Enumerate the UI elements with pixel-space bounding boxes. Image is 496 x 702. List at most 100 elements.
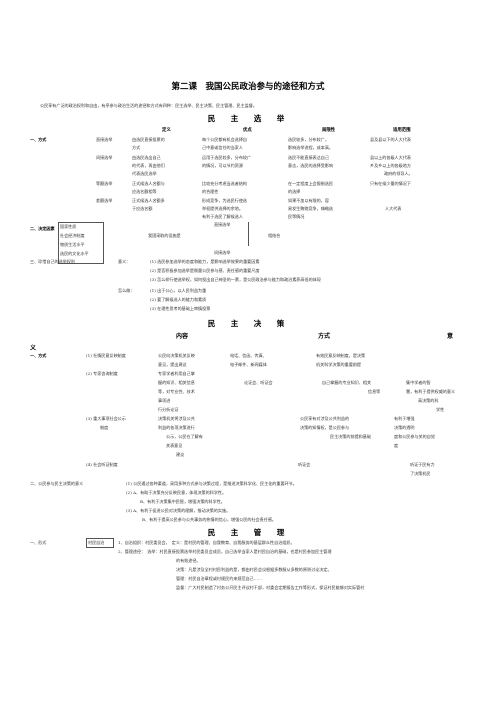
factors-box bbox=[58, 222, 104, 264]
decision-cell: 听证于民有力 bbox=[410, 462, 435, 467]
rights-how-label: 怎么做： bbox=[118, 288, 135, 293]
row-name-equal: 等额选举 bbox=[96, 181, 113, 186]
village-box bbox=[86, 538, 114, 548]
rights-point: (2) 是否积极参加选举是衡量公民参与感、责任感的重要尺度 bbox=[150, 268, 260, 273]
decision-row-name: (3) 重大事项社会公示 bbox=[86, 416, 126, 421]
decision-row-name: (2) 专家咨询制度 bbox=[86, 371, 118, 376]
significance-point: (1) 公民通过各种渠道，采用多种方式参与决策过程，是推进决策科学化、民主化的重… bbox=[126, 481, 297, 486]
cell-adv: 比较充分考虑当选者结构 bbox=[202, 181, 248, 186]
cell-lim: 易发生贿赂竞争，嗨略选 bbox=[288, 206, 334, 211]
cell-lim: 民等情况 bbox=[288, 214, 305, 219]
rights-how-point: (3) 在理性思考的基础上审慎投票 bbox=[150, 306, 211, 311]
cell-adv: 形成竞争，为选民行使选 bbox=[202, 198, 248, 203]
decision-cell: 高决策的科 bbox=[418, 398, 439, 403]
cell-def: 的代表，再由他们 bbox=[132, 163, 165, 168]
management-point: 1、自治组织：村民委员会， 定义：是村民的管理、自我教育、自我服务的基层群众性自… bbox=[118, 540, 295, 545]
cell-lim: 在一定程度上会限制选民 bbox=[288, 181, 334, 186]
management-point: 2、管理途径： 选举：村民直接投票选举村民委员会成员，自己选举当家人是村民自治的… bbox=[118, 549, 332, 554]
cell-lim: 如果不加以有限的，容 bbox=[288, 198, 329, 203]
decision-cell: 等，对专业性、技术 bbox=[158, 389, 195, 394]
factors-combine: 相结合 bbox=[268, 233, 281, 238]
intro-text: 公民享有广泛的政治权利和自由，有序参与政治生活的途径和方式有四种：民主选举、民主… bbox=[40, 103, 257, 108]
cell-lim: 选民较多，分布较广， bbox=[288, 137, 329, 142]
row-name-direct: 直接选举 bbox=[96, 137, 113, 142]
factors-measure: 我国采取的设施是 bbox=[148, 233, 181, 238]
decision-cell: 建议 bbox=[176, 452, 185, 457]
section-heading-decision: 民 主 决 策 bbox=[207, 319, 289, 328]
decision-cell: 利益的各项决策进行 bbox=[158, 425, 195, 430]
decision-cell: 握的知识、相关信息 bbox=[158, 380, 195, 385]
decision-cell: 电子邮件、新闻媒体 bbox=[230, 362, 267, 367]
decision-cell: 公示，公民在了解有 bbox=[166, 434, 203, 439]
decision-cell: 公民享有对涉及公共利益的 bbox=[300, 416, 350, 421]
decision-cell: 有利于增强 bbox=[394, 416, 415, 421]
rights-label: 三、珍惜自己的选举权利 bbox=[30, 259, 76, 264]
rights-how-point: (1) 出于公心，以人民利益为重 bbox=[150, 288, 207, 293]
col-header-method: 方式 bbox=[318, 333, 331, 340]
row-name-indirect: 间接选举 bbox=[96, 155, 113, 160]
factors-label: 二、决定因素 bbox=[30, 226, 55, 231]
rights-meaning-label: 意义： bbox=[118, 259, 131, 264]
cell-adv: 有利于选民了解候选人 bbox=[202, 214, 243, 219]
decision-cell: 机关科学决策的重要前提 bbox=[316, 362, 362, 367]
significance-point: (3) A、有利于促进公民对决策的理解，推动决策的实施。 bbox=[126, 508, 231, 513]
cell-adv: 每个公民都有机会选择自 bbox=[202, 137, 248, 142]
col-header-meaning-2: 义 bbox=[30, 345, 37, 352]
section-heading-election: 民 主 选 举 bbox=[207, 114, 289, 123]
decision-cell: 意见，提出建议 bbox=[158, 362, 187, 367]
management-point: 决策：凡是涉及全村村民利益的是，都由村民会议根据多数服从多数的原则讨论决定。 bbox=[176, 567, 332, 572]
factors-bracket bbox=[210, 222, 249, 246]
cell-scope: 县以上的各级人大代表 bbox=[370, 155, 411, 160]
rights-point: (1) 选民参加选举的态度和能力，是影响选举效果的重要因素 bbox=[150, 259, 260, 264]
decision-cell: 集中学者的智 bbox=[406, 380, 431, 385]
decision-cell: 决策的知情权，是公民参与 bbox=[300, 425, 350, 430]
cell-def: 方式 bbox=[132, 145, 141, 150]
significance-point: B、有利于提高公民参与公共事务的热情的信心，增强公民的社会责任感。 bbox=[142, 517, 277, 522]
cell-adv: 己中意或信任的当家人 bbox=[202, 145, 243, 150]
row-name-competitive: 差额选举 bbox=[96, 198, 113, 203]
decision-cell: 有效民意反映制度，是决策 bbox=[316, 353, 366, 358]
cell-scope: 只有在候少量的情况下 bbox=[370, 181, 411, 186]
cell-def: 正式候选人名额与 bbox=[132, 181, 165, 186]
factors-direct: 直接选举 bbox=[214, 222, 231, 227]
decision-cell: 度 bbox=[394, 443, 399, 448]
section-heading-management: 民 主 管 理 bbox=[207, 528, 289, 537]
cell-adv: 的情况，可以节约资源 bbox=[202, 163, 243, 168]
cell-def: 于应选名额 bbox=[132, 206, 153, 211]
decision-cell: 了决策机民 bbox=[410, 471, 431, 476]
decision-row-name: (1) 社情民意反映制度 bbox=[86, 353, 126, 358]
decision-cell: 事项进 bbox=[158, 398, 171, 403]
decision-row-name: (4) 社会听证制度 bbox=[86, 462, 118, 467]
decision-cell: 电话、信函、传真、 bbox=[230, 353, 267, 358]
election-methods-label: 一、方式 bbox=[30, 137, 47, 142]
rights-how-point: (2) 要了解候选人的能力和素质 bbox=[150, 297, 207, 302]
factor-item: 社会经济制度 bbox=[60, 233, 85, 238]
cell-scope: 政府的领导人。 bbox=[384, 171, 413, 176]
cell-lim: 的选择 bbox=[288, 189, 301, 194]
cell-def: 由选民选出自己 bbox=[132, 155, 161, 160]
cell-scope: 乡及乡以上的各级地方 bbox=[370, 163, 411, 168]
factor-item: 物质生活水平 bbox=[60, 242, 85, 247]
cell-scope: 人大代表 bbox=[385, 206, 402, 211]
significance-point: (2) A、有助于决策充分反映民意，体现决策的科学性。 bbox=[126, 490, 227, 495]
decision-methods-label: 一、方式 bbox=[30, 353, 47, 358]
decision-row-name: 制度 bbox=[100, 425, 109, 430]
cell-def: 由选民直接投票的 bbox=[132, 137, 165, 142]
cell-lim: 选民不能直接表达自己 bbox=[288, 155, 329, 160]
rights-point: (3) 怎么样行使选举权，如何投出自己神圣的一票，是公民政治参与能力和政治素养高… bbox=[150, 277, 321, 282]
decision-cell: 行分析论证 bbox=[158, 407, 179, 412]
col-header-content: 内容 bbox=[176, 333, 189, 340]
decision-cell: 专家学者利用自己掌 bbox=[158, 371, 195, 376]
decision-cell: 公民向决策机关反映 bbox=[158, 353, 195, 358]
decision-cell: 信息等 bbox=[368, 389, 381, 394]
management-point: 管理：村民自治章程或村规民约来规范自己…… bbox=[176, 576, 262, 581]
col-header-advantage: 优点 bbox=[243, 128, 252, 133]
decision-cell: 民主决策的前提和基础 bbox=[330, 434, 371, 439]
factor-item: 选民的文化水平 bbox=[60, 251, 89, 256]
cell-adv: 运用于选民较多，分布较广 bbox=[202, 155, 252, 160]
decision-cell: 听证会 bbox=[298, 462, 311, 467]
factors-indirect: 间接选举 bbox=[214, 250, 231, 255]
cell-scope: 县及县以下的人大代表 bbox=[370, 137, 411, 142]
decision-cell: 论证会、听证会 bbox=[244, 380, 273, 385]
significance-label: 二、公民参与民主决策的意义 bbox=[30, 481, 84, 486]
